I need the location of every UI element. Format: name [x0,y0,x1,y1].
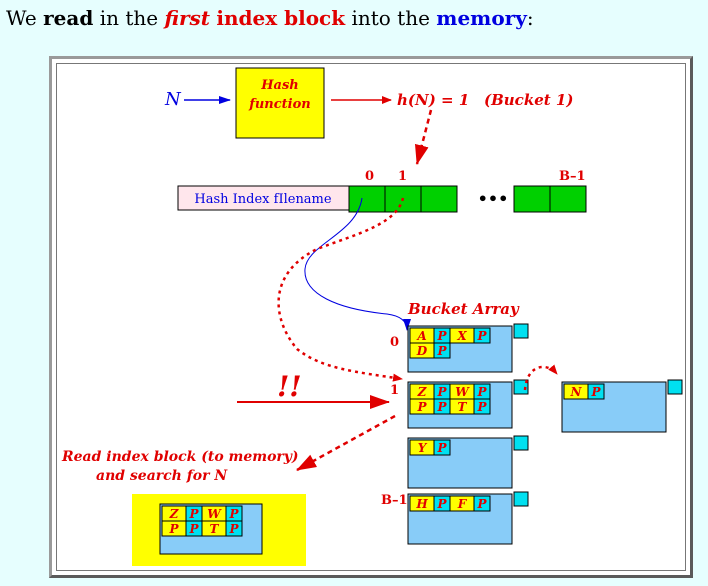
pointer-text: P [188,522,199,536]
index-file-label-box [177,185,350,211]
caption-text: in the [93,6,165,30]
key-text: A [416,329,426,343]
key-text: F [457,497,468,511]
index-file-label: Hash Index fIlename [194,192,331,207]
key-text: D [416,344,428,358]
diagram-canvas: N Hash function h(N) = 1 (Bucket 1) 0 1 … [56,63,686,571]
pointer-text: P [590,385,601,399]
slot-label-last: B–1 [559,169,586,184]
key-text: Z [417,385,428,399]
pointer-text: P [476,497,487,511]
block-tag [513,491,529,507]
block-tag [513,435,529,451]
key-text: H [415,497,428,511]
overflow-pointer [523,364,558,391]
hash-function-label-1: Hash [260,78,298,93]
caption: We read in the first index block into th… [6,6,534,30]
key-text: T [210,522,220,536]
pointer-cell [473,398,491,415]
caption-first: first [164,6,211,30]
pointer-text: P [476,329,487,343]
pointer-text: P [436,329,447,343]
slot1-pointer [277,197,405,382]
pointer-cell [473,327,491,344]
diagram-frame: N Hash function h(N) = 1 (Bucket 1) 0 1 … [49,56,693,578]
key-text: Z [169,507,180,521]
pointer-cell [587,383,605,400]
bucket-array-title: Bucket Array [407,300,520,318]
read-note-line-2: and search for N [96,468,228,484]
slot-label-1: 1 [398,169,407,184]
hash-function-label-2: function [248,97,310,112]
key-text: W [207,507,222,521]
input-key-label: N [164,89,182,110]
caption-text: : [526,6,534,30]
key-text: P [168,522,179,536]
key-text: W [455,385,470,399]
pointer-text: P [436,400,447,414]
key-text: P [416,400,427,414]
caption-memory: memory [436,6,527,30]
hash-result-label: h(N) = 1 [397,91,469,109]
bucket-note-label: (Bucket 1) [484,91,573,109]
pointer-text: P [228,507,239,521]
block-tag [513,323,529,339]
exclaim-label: !! [277,370,302,403]
key-text: T [458,400,468,414]
bucket-number-0: 0 [390,335,399,350]
key-text: N [570,385,583,399]
pointer-text: P [228,522,239,536]
caption-index-block: index block [216,6,346,30]
hash-function-box [235,67,325,139]
to-memory-arrow [296,414,396,472]
index-ellipsis: ••• [478,189,509,208]
key-text: Y [418,441,428,455]
block-tag [513,379,529,395]
hash-to-slot-arrow [414,109,433,165]
slot0-pointer [304,197,411,331]
pointer-cell [225,520,243,537]
pointer-text: P [476,385,487,399]
pointer-cell [433,342,451,359]
pointer-text: P [436,497,447,511]
read-note-line-1: Read index block (to memory) [61,449,299,465]
pointer-text: P [436,441,447,455]
caption-text: into the [345,6,437,30]
caption-text: We [6,6,44,30]
hash-index-diagram: N Hash function h(N) = 1 (Bucket 1) 0 1 … [61,67,683,566]
bucket-number-last: B–1 [381,493,408,508]
pointer-text: P [436,385,447,399]
pointer-cell [433,439,451,456]
bucket-number-1: 1 [390,383,399,398]
pointer-cell [473,495,491,512]
pointer-text: P [476,400,487,414]
block-tag [667,379,683,395]
pointer-text: P [188,507,199,521]
pointer-text: P [436,344,447,358]
key-text: X [456,329,467,343]
slot-label-0: 0 [365,169,374,184]
caption-read: read [43,6,94,30]
